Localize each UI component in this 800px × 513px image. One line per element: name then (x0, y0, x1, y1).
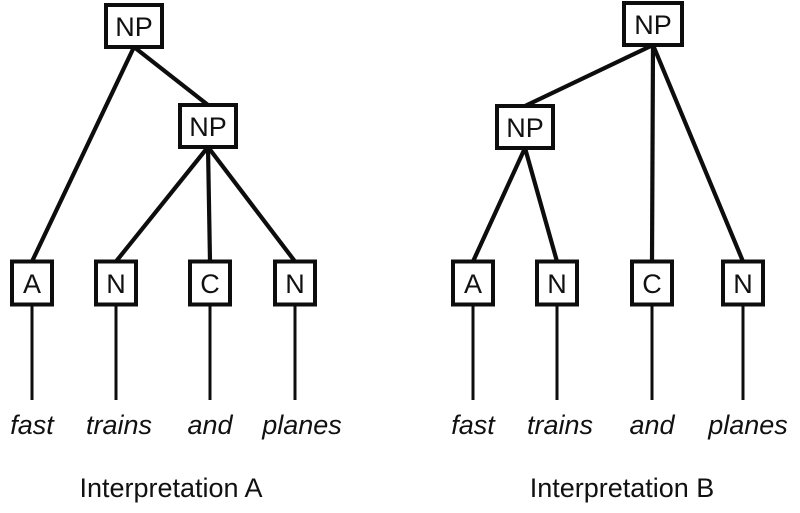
leaf-stems (471, 304, 745, 400)
word-a-word-trains: trains (86, 410, 152, 440)
tree-node-a-pos-n1[interactable]: N (94, 259, 138, 307)
tree-node-a-np-mid[interactable]: NP (178, 103, 238, 149)
leaf-stems (30, 304, 297, 400)
node-box-c[interactable] (188, 259, 232, 307)
node-box-np[interactable] (495, 104, 555, 150)
node-box-n[interactable] (535, 259, 579, 307)
branch-a-np-mid-to-a-pos-n2 (206, 145, 297, 263)
node-label-a-np-mid: NP (189, 112, 227, 142)
caption-tree-a: Interpretation A (79, 473, 262, 503)
word-a-word-and: and (187, 410, 233, 440)
branch-edges (30, 45, 297, 263)
node-box-np[interactable] (178, 103, 238, 149)
node-label-b-pos-a: A (464, 269, 482, 299)
node-box-a[interactable] (10, 259, 54, 307)
branch-b-np-mid-to-b-pos-a (471, 147, 527, 263)
node-box-n[interactable] (273, 259, 317, 307)
branch-a-np-root-to-a-np-mid (132, 45, 210, 107)
node-box-np[interactable] (104, 3, 164, 49)
tree-node-b-pos-a[interactable]: A (451, 259, 495, 307)
node-label-a-pos-n1: N (106, 269, 126, 299)
terminal-words: fast trains and planes (10, 410, 342, 440)
node-label-a-np-root: NP (115, 12, 153, 42)
node-label-b-np-root: NP (634, 10, 672, 40)
tree-nodes: NP NP A N C N (451, 1, 765, 307)
word-b-word-fast: fast (451, 410, 496, 440)
word-b-word-and: and (629, 410, 675, 440)
word-a-word-planes: planes (261, 410, 342, 440)
tree-node-b-pos-n1[interactable]: N (535, 259, 579, 307)
node-label-b-pos-c: C (642, 269, 662, 299)
tree-node-b-np-mid[interactable]: NP (495, 104, 555, 150)
branch-b-np-root-to-b-pos-n2 (651, 44, 745, 263)
branch-a-np-mid-to-a-pos-n1 (114, 145, 210, 263)
branch-b-np-root-to-b-pos-c (649, 44, 656, 262)
tree-node-a-pos-c[interactable]: C (188, 259, 232, 307)
node-box-np[interactable] (622, 1, 684, 47)
tree-node-a-pos-a[interactable]: A (10, 259, 54, 307)
tree-nodes: NP NP A N C N (10, 3, 317, 307)
word-a-word-fast: fast (10, 410, 55, 440)
tree-node-a-np-root[interactable]: NP (104, 3, 164, 49)
tree-node-b-pos-c[interactable]: C (630, 259, 674, 307)
branch-b-np-root-to-b-np-mid (524, 43, 654, 108)
tree-node-a-pos-n2[interactable]: N (273, 259, 317, 307)
word-b-word-trains: trains (527, 410, 593, 440)
node-label-a-pos-c: C (200, 269, 220, 299)
node-box-a[interactable] (451, 259, 495, 307)
node-label-a-pos-n2: N (285, 269, 305, 299)
node-label-a-pos-a: A (23, 269, 41, 299)
word-b-word-planes: planes (707, 410, 788, 440)
node-box-c[interactable] (630, 259, 674, 307)
node-label-b-pos-n2: N (733, 269, 753, 299)
node-label-b-np-mid: NP (506, 113, 544, 143)
branch-edges (471, 43, 745, 263)
node-label-b-pos-n1: N (547, 269, 567, 299)
tree-node-b-np-root[interactable]: NP (622, 1, 684, 47)
branch-a-np-root-to-a-pos-a (30, 46, 136, 263)
terminal-words: fast trains and planes (451, 410, 788, 440)
caption-tree-b: Interpretation B (530, 473, 715, 503)
branch-a-np-mid-to-a-pos-c (205, 146, 213, 262)
branch-b-np-mid-to-b-pos-n1 (522, 147, 560, 263)
node-box-n[interactable] (94, 259, 138, 307)
node-box-n[interactable] (721, 259, 765, 307)
tree-node-b-pos-n2[interactable]: N (721, 259, 765, 307)
